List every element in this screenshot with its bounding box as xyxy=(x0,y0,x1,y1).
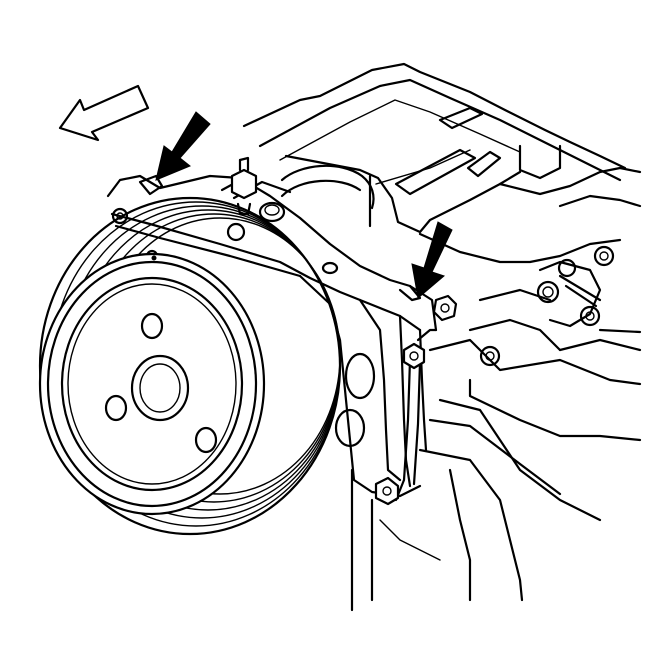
arrow-down-right-icon xyxy=(155,111,211,181)
bolt-icon xyxy=(258,201,286,223)
crankshaft-balancer-pulley xyxy=(38,196,342,536)
bolt-icon xyxy=(321,261,339,275)
outline-arrow-left-icon xyxy=(58,84,150,142)
mounting-bolts xyxy=(230,156,458,506)
bolt-icon xyxy=(432,294,458,322)
cover-tab xyxy=(138,174,164,196)
cylinder-head xyxy=(242,62,642,612)
bolt-icon xyxy=(230,156,258,216)
right-arrow xyxy=(411,221,453,299)
direction-arrow xyxy=(58,84,150,142)
bolt-icon xyxy=(374,476,400,506)
bolt-icon xyxy=(402,342,426,370)
arrow-down-right-icon xyxy=(411,221,453,299)
upper-left-arrow xyxy=(155,111,211,181)
